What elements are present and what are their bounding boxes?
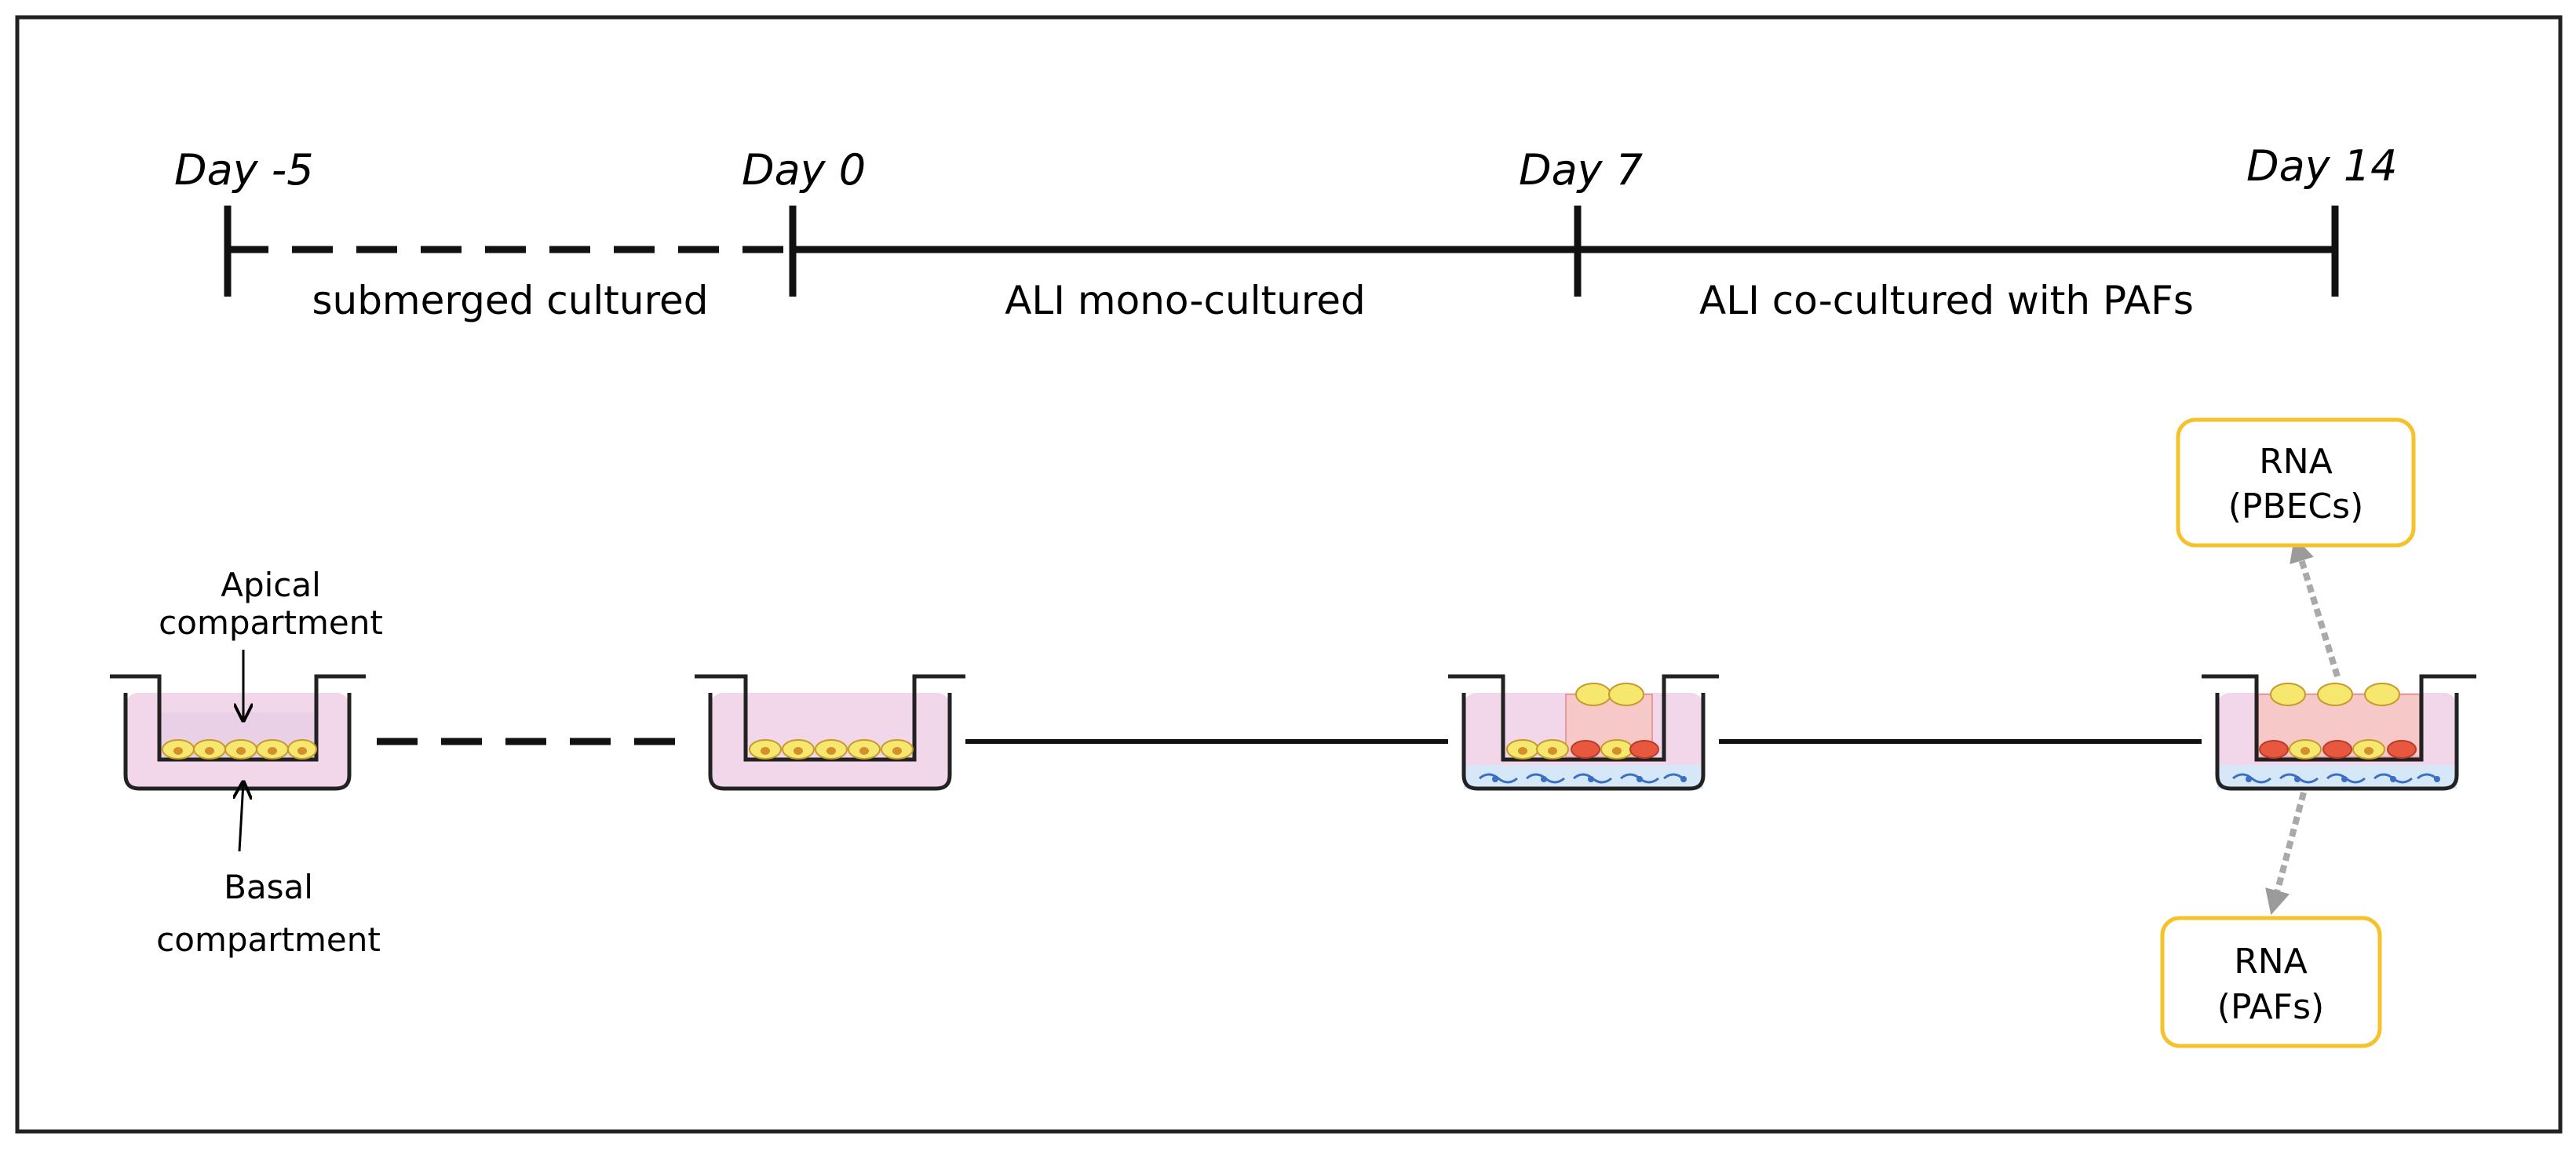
epithelial-cell-row (749, 739, 914, 760)
well-plate (1461, 693, 1706, 791)
timeline: Day -5 Day 0 Day 7 Day 14 submerged cult… (174, 141, 2398, 323)
epithelial-cell-row (2259, 739, 2417, 760)
well-coculture-day14 (2202, 674, 2476, 791)
apical-label-line1: Apical (221, 566, 321, 604)
rna-pbecs-box: RNA (PBECs) (2176, 417, 2416, 548)
well-plate (2215, 693, 2459, 791)
rna-pbecs-line2: (PBECs) (2228, 486, 2364, 526)
transwell-insert (695, 674, 965, 762)
phase-label-ali-mono: ALI mono-cultured (1005, 278, 1366, 323)
transwell-insert (2202, 674, 2476, 762)
transwell-insert (110, 674, 366, 762)
well-submerged (110, 674, 366, 791)
basal-arrow (239, 782, 243, 852)
rna-pbecs-line1: RNA (2259, 442, 2333, 482)
day-label-14: Day 14 (2246, 141, 2398, 191)
well-plate (708, 693, 952, 791)
rna-pafs-line1: RNA (2234, 942, 2308, 982)
phase-label-submerged: submerged cultured (312, 278, 708, 323)
well-coculture-day7 (1448, 674, 1719, 791)
rna-pafs-box: RNA (PAFs) (2160, 916, 2382, 1048)
transwell-insert (1448, 674, 1719, 762)
day-label-7: Day 7 (1519, 145, 1643, 195)
basal-label-line1: Basal (224, 868, 313, 906)
phase-label-ali-co: ALI co-cultured with PAFs (1699, 278, 2194, 323)
apical-label-line2: compartment (159, 603, 383, 642)
day-label-0: Day 0 (742, 145, 866, 195)
epithelial-cell-row (162, 739, 317, 760)
fibroblast-layer (2217, 765, 2457, 789)
fibroblast-layer (1464, 765, 1703, 789)
arrow-to-rna-pafs (2265, 791, 2307, 916)
arrow-to-rna-pbecs (2290, 536, 2341, 678)
basal-label-line2: compartment (156, 920, 381, 959)
figure-frame (15, 15, 2563, 1134)
well-ali-day0 (695, 674, 965, 791)
day-label-minus5: Day -5 (174, 145, 314, 195)
rna-pafs-line2: (PAFs) (2217, 987, 2324, 1027)
epithelial-cell-row (1506, 739, 1659, 760)
